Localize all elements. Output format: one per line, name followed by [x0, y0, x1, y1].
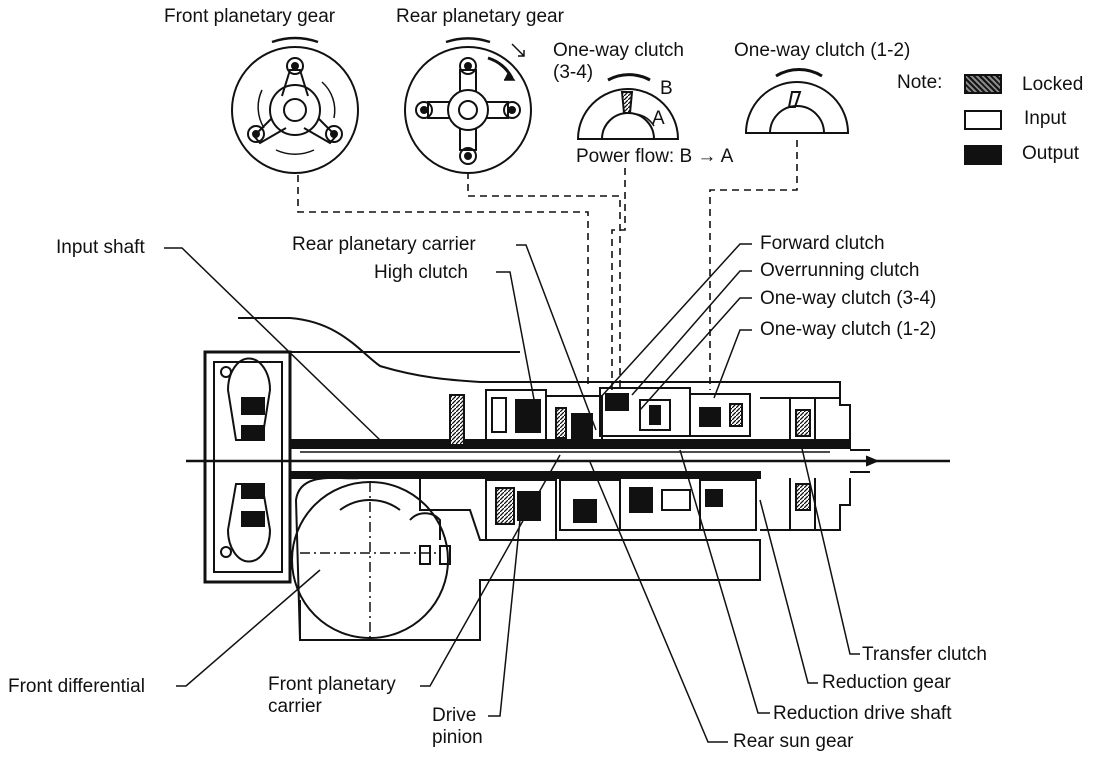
legend-locked-label: Locked	[1022, 74, 1084, 95]
legend-input-swatch	[964, 110, 1002, 130]
legend-locked-swatch	[964, 74, 1002, 94]
one-way-clutch-34-icon	[576, 73, 680, 140]
legend-note: Note:	[897, 72, 943, 93]
label-front-planetary-gear: Front planetary gear	[164, 6, 336, 27]
label-reduction-drive-shaft: Reduction drive shaft	[773, 703, 952, 724]
transmission-cross-section	[186, 317, 950, 641]
label-one-way-clutch-12-top: One-way clutch (1-2)	[734, 40, 911, 61]
label-one-way-clutch-34: One-way clutch (3-4)	[760, 288, 937, 309]
label-one-way-clutch-12: One-way clutch (1-2)	[760, 319, 937, 340]
label-front-differential: Front differential	[8, 676, 145, 697]
label-point-a: A	[652, 108, 665, 129]
legend-output-swatch	[964, 145, 1002, 165]
label-transfer-clutch: Transfer clutch	[862, 644, 987, 665]
label-forward-clutch: Forward clutch	[760, 233, 885, 254]
label-point-b: B	[660, 78, 673, 99]
label-power-flow: Power flow: B → A	[576, 146, 734, 167]
label-front-planetary-carrier: Front planetary carrier	[268, 674, 396, 717]
label-high-clutch: High clutch	[374, 262, 468, 283]
legend-input-label: Input	[1024, 108, 1067, 129]
label-overrunning-clutch: Overrunning clutch	[760, 260, 920, 281]
one-way-clutch-12-icon	[744, 68, 850, 134]
legend-output-label: Output	[1022, 143, 1080, 164]
rear-planetary-gear-icon	[404, 37, 532, 174]
label-reduction-gear: Reduction gear	[822, 672, 951, 693]
label-rear-planetary-gear: Rear planetary gear	[396, 6, 564, 27]
label-rear-planetary-carrier: Rear planetary carrier	[292, 234, 476, 255]
label-rear-sun-gear: Rear sun gear	[733, 731, 854, 752]
label-one-way-clutch-34-top: One-way clutch (3-4)	[553, 40, 684, 83]
label-drive-pinion: Drive pinion	[432, 705, 483, 748]
label-input-shaft: Input shaft	[56, 237, 145, 258]
front-planetary-gear-icon	[231, 36, 359, 174]
